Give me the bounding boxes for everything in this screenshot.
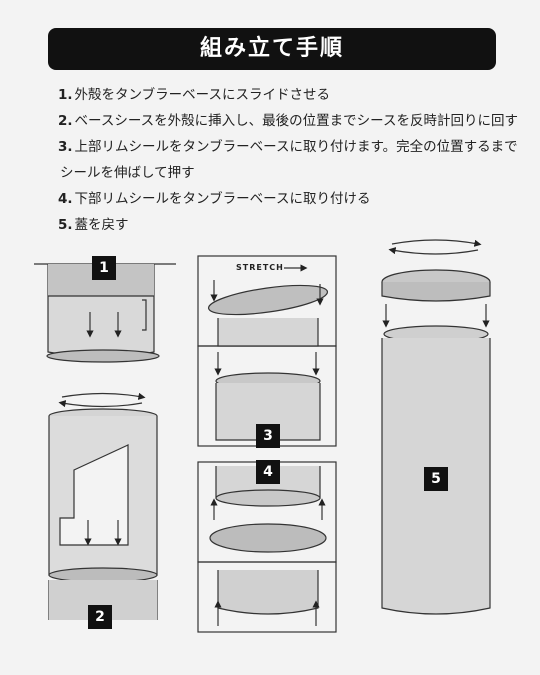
- figure-label-3: 3: [256, 424, 280, 448]
- figure-label-5: 5: [424, 467, 448, 491]
- step-3: 3.上部リムシールをタンブラーベースに取り付けます。完全の位置するまで: [58, 139, 518, 155]
- step-3-continued: シールを伸ばして押す: [60, 165, 195, 181]
- instruction-list: 1.外殻をタンブラーベースにスライドさせる 2.ベースシースを外殻に挿入し、最後…: [58, 82, 528, 238]
- figure-3-upper-rim-seal: [197, 255, 337, 447]
- stretch-label: STRETCH: [236, 263, 284, 272]
- figure-4-lower-rim-seal: [197, 461, 337, 633]
- page-title: 組み立て手順: [48, 28, 496, 70]
- figure-label-4: 4: [256, 460, 280, 484]
- figure-2-sheath-rotate: [48, 392, 158, 620]
- figure-5-lid-on-tumbler: [381, 239, 491, 615]
- figure-label-2: 2: [88, 605, 112, 629]
- figure-1-shell-on-base: [34, 263, 176, 363]
- step-4: 4.下部リムシールをタンブラーベースに取り付ける: [58, 191, 371, 207]
- step-2: 2.ベースシースを外殻に挿入し、最後の位置までシースを反時計回りに回す: [58, 113, 519, 129]
- step-1: 1.外殻をタンブラーベースにスライドさせる: [58, 87, 330, 103]
- figure-label-1: 1: [92, 256, 116, 280]
- step-5: 5.蓋を戻す: [58, 217, 129, 233]
